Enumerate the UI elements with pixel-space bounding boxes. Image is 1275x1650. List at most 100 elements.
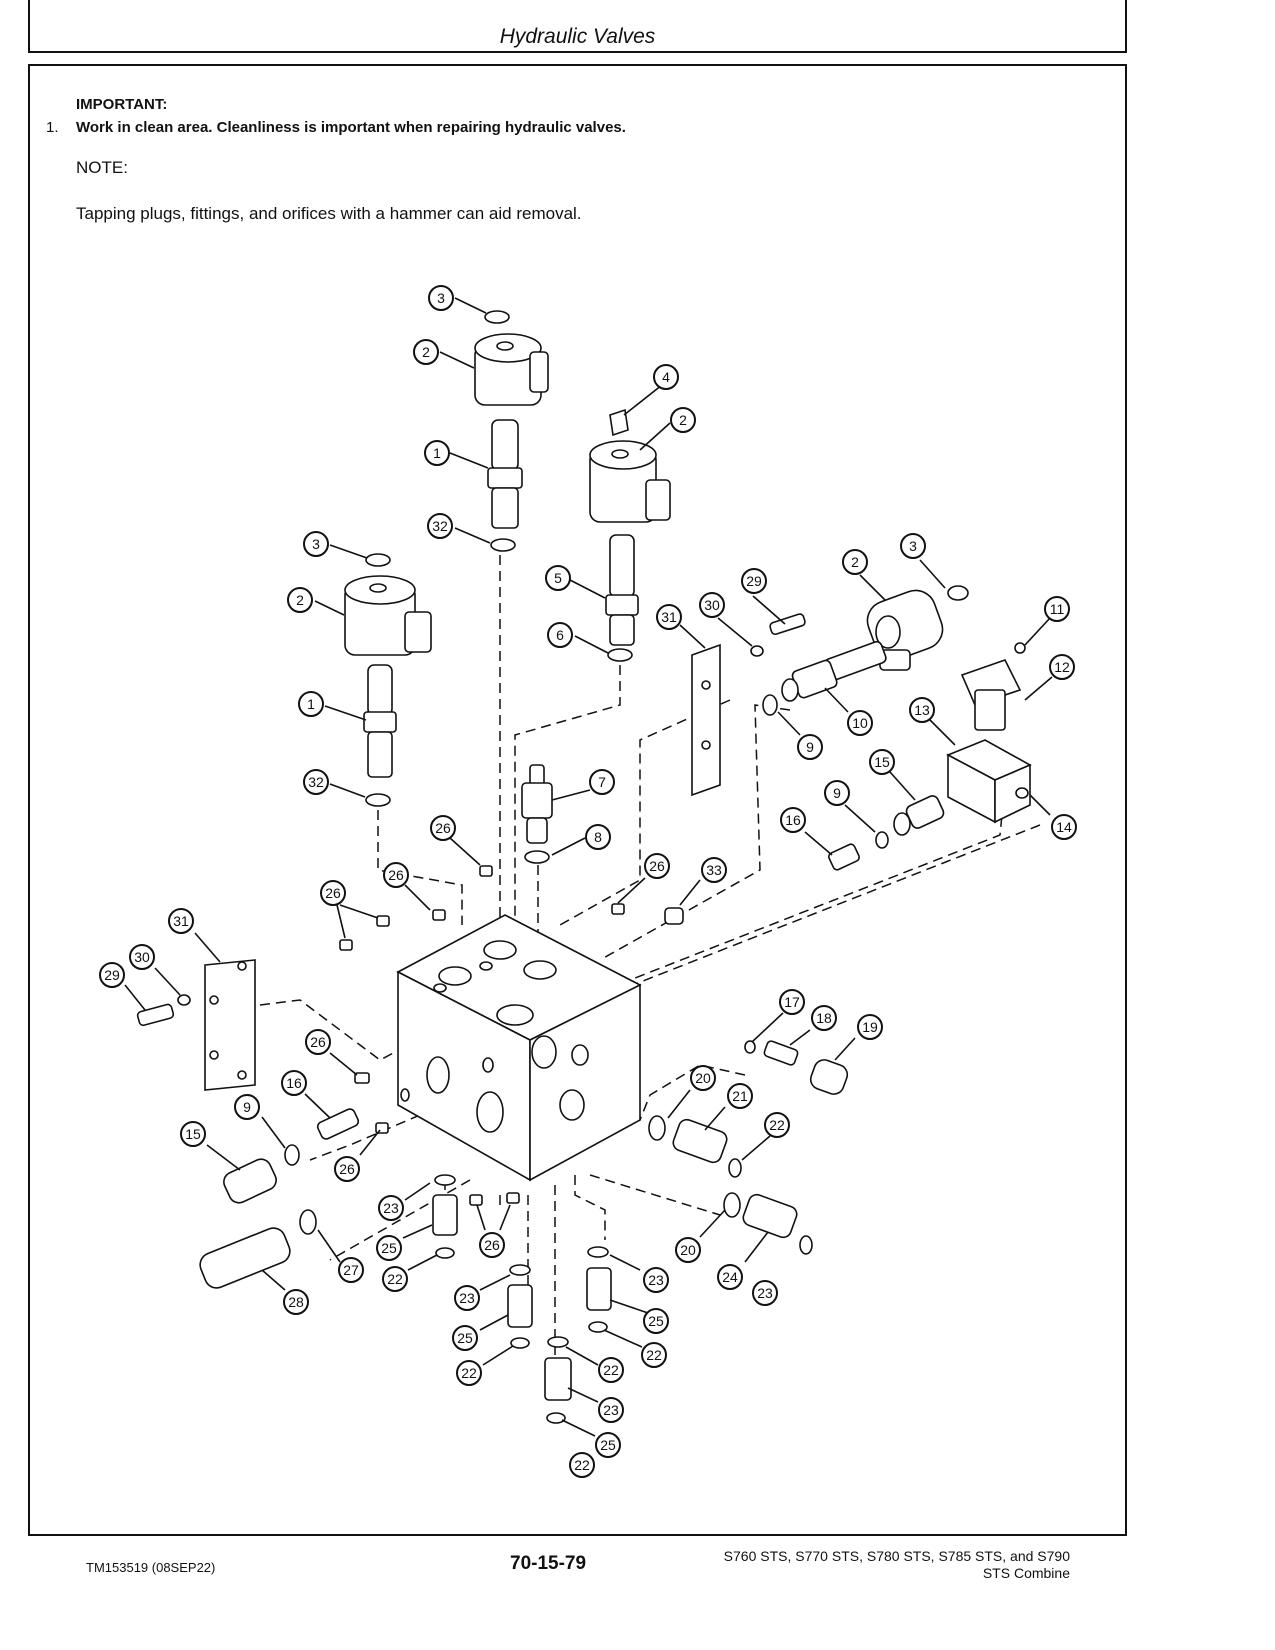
callout: 10 (847, 710, 873, 736)
callout: 28 (283, 1289, 309, 1315)
callout: 9 (797, 734, 823, 760)
callout: 26 (479, 1232, 505, 1258)
callout: 15 (180, 1121, 206, 1147)
callout: 31 (656, 604, 682, 630)
callout-number: 9 (833, 785, 841, 801)
callout: 29 (741, 568, 767, 594)
callout: 26 (320, 880, 346, 906)
callout: 16 (780, 807, 806, 833)
note-text: Tapping plugs, fittings, and orifices wi… (76, 204, 582, 223)
callout-number: 22 (387, 1271, 403, 1287)
callout: 24 (717, 1264, 743, 1290)
footer-models-line1: S760 STS, S770 STS, S780 STS, S785 STS, … (723, 1548, 1070, 1564)
callout: 2 (670, 407, 696, 433)
callout: 2 (842, 549, 868, 575)
callout-number: 30 (134, 949, 150, 965)
callout: 2 (287, 587, 313, 613)
callout-number: 26 (325, 885, 341, 901)
callout-number: 6 (556, 627, 564, 643)
important-label: IMPORTANT: (76, 96, 168, 113)
callout-number: 26 (649, 858, 665, 874)
callout: 9 (824, 780, 850, 806)
callout-number: 28 (288, 1294, 304, 1310)
step-text: Work in clean area. Cleanliness is impor… (76, 119, 626, 136)
callout: 31 (168, 908, 194, 934)
callout-number: 23 (603, 1402, 619, 1418)
callout: 13 (909, 697, 935, 723)
callout: 19 (857, 1014, 883, 1040)
callout: 7 (589, 769, 615, 795)
callout: 33 (701, 857, 727, 883)
callout-number: 8 (594, 829, 602, 845)
callout-number: 23 (459, 1290, 475, 1306)
valve-manifold-block (396, 914, 642, 1182)
callout-number: 14 (1056, 819, 1072, 835)
callout-number: 17 (784, 994, 800, 1010)
callout: 23 (378, 1195, 404, 1221)
callout-number: 18 (816, 1010, 832, 1026)
callout-number: 5 (554, 570, 562, 586)
callout-number: 33 (706, 862, 722, 878)
callout: 6 (547, 622, 573, 648)
callout: 12 (1049, 654, 1075, 680)
callout-number: 1 (433, 445, 441, 461)
callout: 3 (303, 531, 329, 557)
callout: 17 (779, 989, 805, 1015)
callout-number: 15 (185, 1126, 201, 1142)
connector-bracket (946, 642, 1032, 824)
callout-number: 22 (574, 1457, 590, 1473)
callout-number: 27 (343, 1262, 359, 1278)
callout-number: 3 (909, 538, 917, 554)
callout-number: 29 (104, 967, 120, 983)
callout: 25 (595, 1432, 621, 1458)
callout: 18 (811, 1005, 837, 1031)
bracket-left (136, 959, 256, 1091)
callout-number: 16 (286, 1075, 302, 1091)
callout-number: 23 (648, 1272, 664, 1288)
callout: 25 (452, 1325, 478, 1351)
callout-number: 30 (704, 597, 720, 613)
plug-right (828, 795, 945, 871)
callout: 23 (598, 1397, 624, 1423)
callout: 1 (298, 691, 324, 717)
callout: 23 (454, 1285, 480, 1311)
callout-number: 13 (914, 702, 930, 718)
callout-number: 10 (852, 715, 868, 731)
page-title: Hydraulic Valves (499, 25, 656, 48)
solenoid-top (474, 310, 549, 552)
callout-number: 12 (1054, 659, 1070, 675)
callout: 32 (303, 769, 329, 795)
callout: 29 (99, 962, 125, 988)
callout-number: 31 (173, 913, 189, 929)
callout: 20 (675, 1237, 701, 1263)
callout-number: 23 (757, 1285, 773, 1301)
callout: 25 (643, 1308, 669, 1334)
relief-valve (521, 764, 553, 864)
callout-number: 22 (769, 1117, 785, 1133)
callout-number: 15 (874, 754, 890, 770)
callout: 26 (430, 815, 456, 841)
solenoid-right (750, 585, 969, 716)
callout: 8 (585, 824, 611, 850)
callout-number: 26 (435, 820, 451, 836)
callout-number: 2 (422, 344, 430, 360)
callout: 3 (900, 533, 926, 559)
orifice-plugs (339, 865, 684, 1206)
callout: 22 (569, 1452, 595, 1478)
callout-number: 22 (603, 1362, 619, 1378)
callout-number: 11 (1050, 601, 1065, 617)
callout-number: 32 (308, 774, 324, 790)
plugs-left (199, 1108, 360, 1289)
callout-number: 25 (457, 1330, 473, 1346)
callout-number: 2 (679, 412, 687, 428)
callout-number: 31 (661, 609, 677, 625)
callout-number: 29 (746, 573, 762, 589)
callout: 15 (869, 749, 895, 775)
callout-number: 20 (680, 1242, 696, 1258)
callout-number: 2 (851, 554, 859, 570)
callout-number: 4 (662, 369, 670, 385)
callout-number: 22 (461, 1365, 477, 1381)
callout-number: 3 (437, 290, 445, 306)
content-frame (28, 64, 1127, 1536)
